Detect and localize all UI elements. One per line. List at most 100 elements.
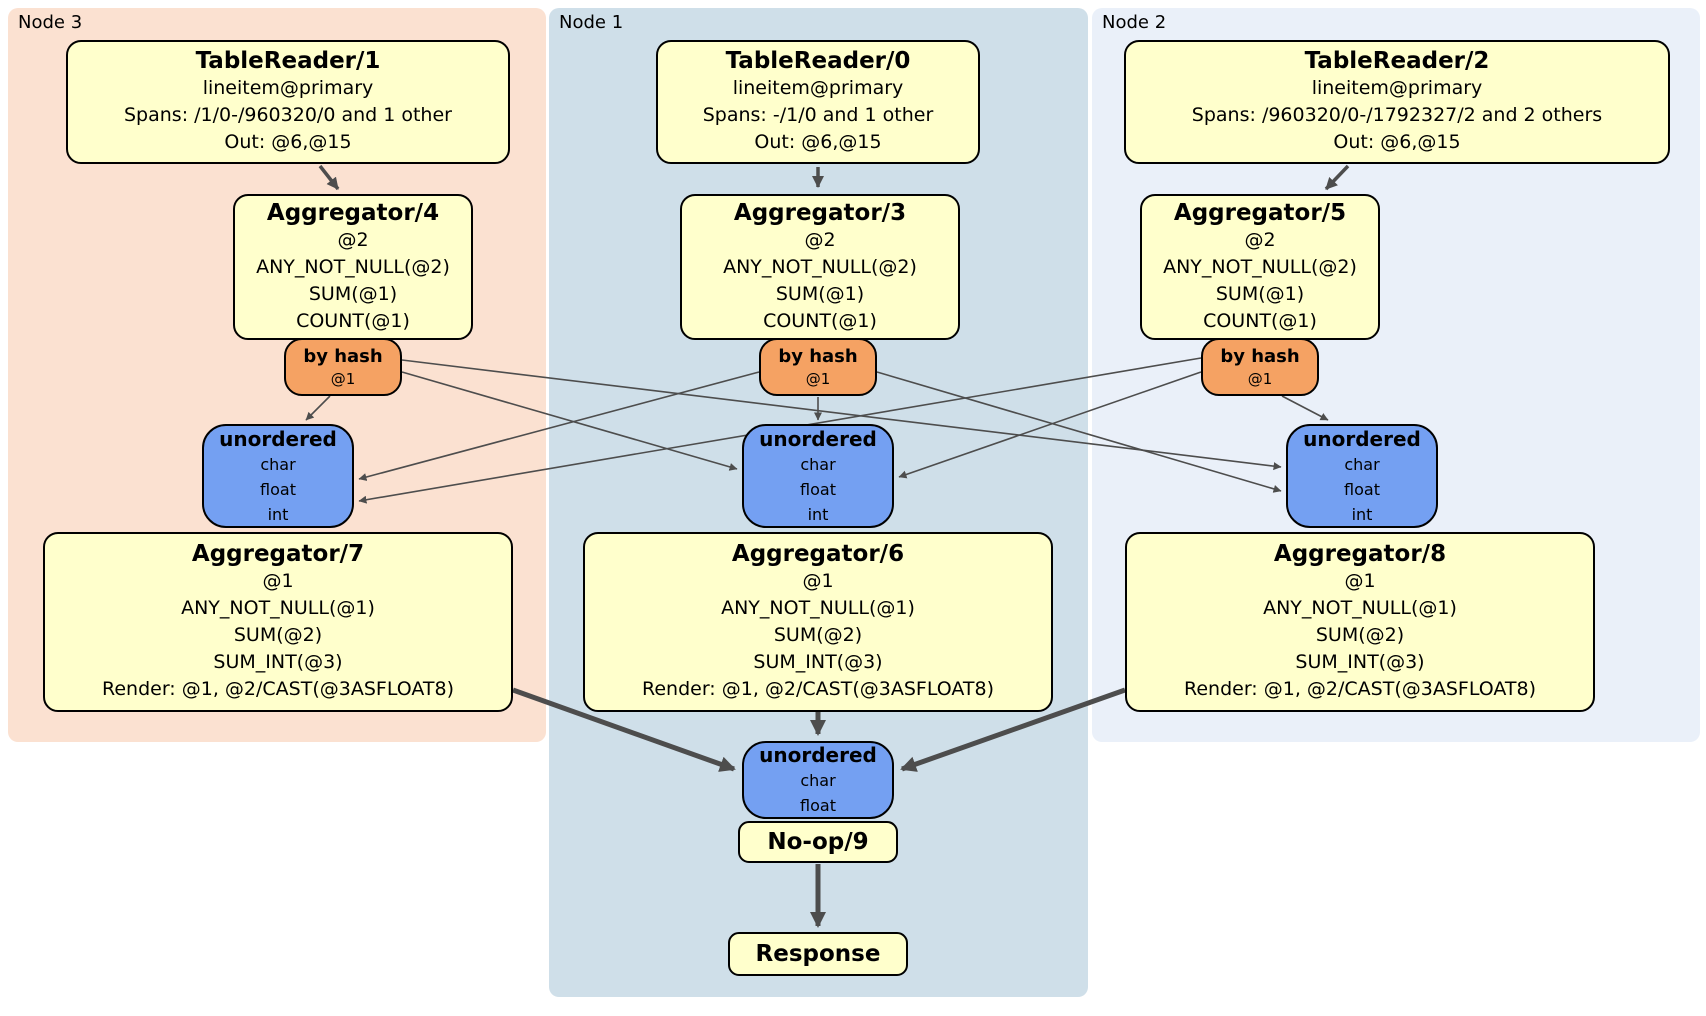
router-line: @1 [330,370,356,388]
box-title: Aggregator/5 [1173,199,1347,226]
box-line: Spans: /960320/0-/1792327/2 and 2 others [1191,104,1603,126]
box-line: ANY_NOT_NULL(@2) [723,255,917,278]
sync-unordered-node2: unordered char float int [1286,424,1438,528]
edge-agg8-unfinal [900,687,1126,772]
box-line: Render: @1, @2/CAST(@3ASFLOAT8) [102,678,454,700]
box-line: @1 [262,570,294,592]
sync-line: char [1344,454,1380,474]
box-title: TableReader/0 [725,48,911,74]
box-aggregator-7: Aggregator/7 @1 ANY_NOT_NULL(@1) SUM(@2)… [43,532,513,712]
sync-unordered-final: unordered char float [742,741,894,819]
sync-unordered-node1: unordered char float int [742,424,894,528]
box-response: Response [728,932,908,976]
edge-bh4-un3 [305,395,331,421]
router-title: by hash [303,346,383,367]
box-title: TableReader/2 [1304,48,1490,74]
sync-line: float [800,479,836,499]
router-line: @1 [1247,370,1273,388]
box-line: ANY_NOT_NULL(@1) [721,597,915,619]
box-noop: No-op/9 [738,821,898,863]
box-aggregator-4: Aggregator/4 @2 ANY_NOT_NULL(@2) SUM(@1)… [233,194,473,340]
box-tablereader-2: TableReader/2 lineitem@primary Spans: /9… [1124,40,1670,164]
box-title: Aggregator/7 [191,541,365,567]
sync-line: float [1344,479,1380,499]
box-aggregator-3: Aggregator/3 @2 ANY_NOT_NULL(@2) SUM(@1)… [680,194,960,340]
box-line: SUM(@2) [233,624,323,646]
sync-line: int [267,504,289,524]
box-aggregator-8: Aggregator/8 @1 ANY_NOT_NULL(@1) SUM(@2)… [1125,532,1595,712]
edge-tr2-agg5 [1324,164,1350,191]
box-line: @2 [337,228,369,251]
box-line: Out: @6,@15 [754,131,882,153]
sync-title: unordered [759,426,877,451]
box-line: Out: @6,@15 [224,131,352,153]
router-title: by hash [778,346,858,367]
box-tablereader-1: TableReader/1 lineitem@primary Spans: /1… [66,40,510,164]
edge-bh4-un1 [401,371,738,471]
edge-bh4-un2 [401,359,1282,471]
box-line: COUNT(@1) [763,309,877,332]
edge-bh3-un2 [876,371,1282,493]
box-title: Aggregator/8 [1273,541,1447,567]
sync-title: unordered [1303,426,1421,451]
box-line: Render: @1, @2/CAST(@3ASFLOAT8) [1184,678,1536,700]
box-title: Aggregator/6 [731,541,905,567]
node-label: Node 1 [559,12,624,33]
sync-line: float [260,479,296,499]
sync-line: int [807,504,829,524]
sync-line: int [1351,504,1373,524]
box-title: Aggregator/3 [733,199,907,226]
sync-title: unordered [759,743,877,767]
box-line: @1 [802,570,834,592]
box-line: @2 [804,228,836,251]
sync-unordered-node3: unordered char float int [202,424,354,528]
box-line: ANY_NOT_NULL(@2) [1163,255,1357,278]
box-line: ANY_NOT_NULL(@1) [1263,597,1457,619]
box-line: SUM_INT(@3) [753,651,883,673]
box-line: SUM_INT(@3) [1295,651,1425,673]
box-title: TableReader/1 [195,48,381,74]
router-by-hash-node3: by hash @1 [284,338,402,396]
box-title: No-op/9 [767,829,869,855]
box-aggregator-5: Aggregator/5 @2 ANY_NOT_NULL(@2) SUM(@1)… [1140,194,1380,340]
box-title: Aggregator/4 [266,199,440,226]
box-line: lineitem@primary [202,77,374,99]
box-line: @1 [1344,570,1376,592]
box-aggregator-6: Aggregator/6 @1 ANY_NOT_NULL(@1) SUM(@2)… [583,532,1053,712]
sync-title: unordered [219,426,337,451]
box-title: Response [755,941,881,967]
box-line: SUM(@1) [1215,282,1305,305]
edge-bh5-un2 [1281,395,1329,421]
edge-bh3-un3 [358,371,760,481]
box-line: ANY_NOT_NULL(@1) [181,597,375,619]
box-line: lineitem@primary [732,77,904,99]
box-line: @2 [1244,228,1276,251]
sync-line: char [800,454,836,474]
router-line: @1 [805,370,831,388]
node-label: Node 3 [18,12,83,33]
router-by-hash-node2: by hash @1 [1201,338,1319,396]
box-line: Spans: /1/0-/960320/0 and 1 other [124,104,452,126]
sync-line: float [800,796,836,815]
box-line: COUNT(@1) [296,309,410,332]
router-by-hash-node1: by hash @1 [759,338,877,396]
edge-bh5-un1 [898,371,1202,479]
box-line: Render: @1, @2/CAST(@3ASFLOAT8) [642,678,994,700]
box-tablereader-0: TableReader/0 lineitem@primary Spans: -/… [656,40,980,164]
box-line: SUM(@2) [773,624,863,646]
box-line: Spans: -/1/0 and 1 other [702,104,934,126]
box-line: SUM(@2) [1315,624,1405,646]
box-line: COUNT(@1) [1203,309,1317,332]
box-line: SUM(@1) [308,282,398,305]
sync-line: char [800,771,836,790]
sync-line: char [260,454,296,474]
box-line: SUM(@1) [775,282,865,305]
box-line: SUM_INT(@3) [213,651,343,673]
edge-tr1-agg4 [318,164,340,191]
node-label: Node 2 [1102,12,1167,33]
box-line: Out: @6,@15 [1333,131,1461,153]
edge-agg7-unfinal [512,687,736,772]
box-line: lineitem@primary [1311,77,1483,99]
box-line: ANY_NOT_NULL(@2) [256,255,450,278]
